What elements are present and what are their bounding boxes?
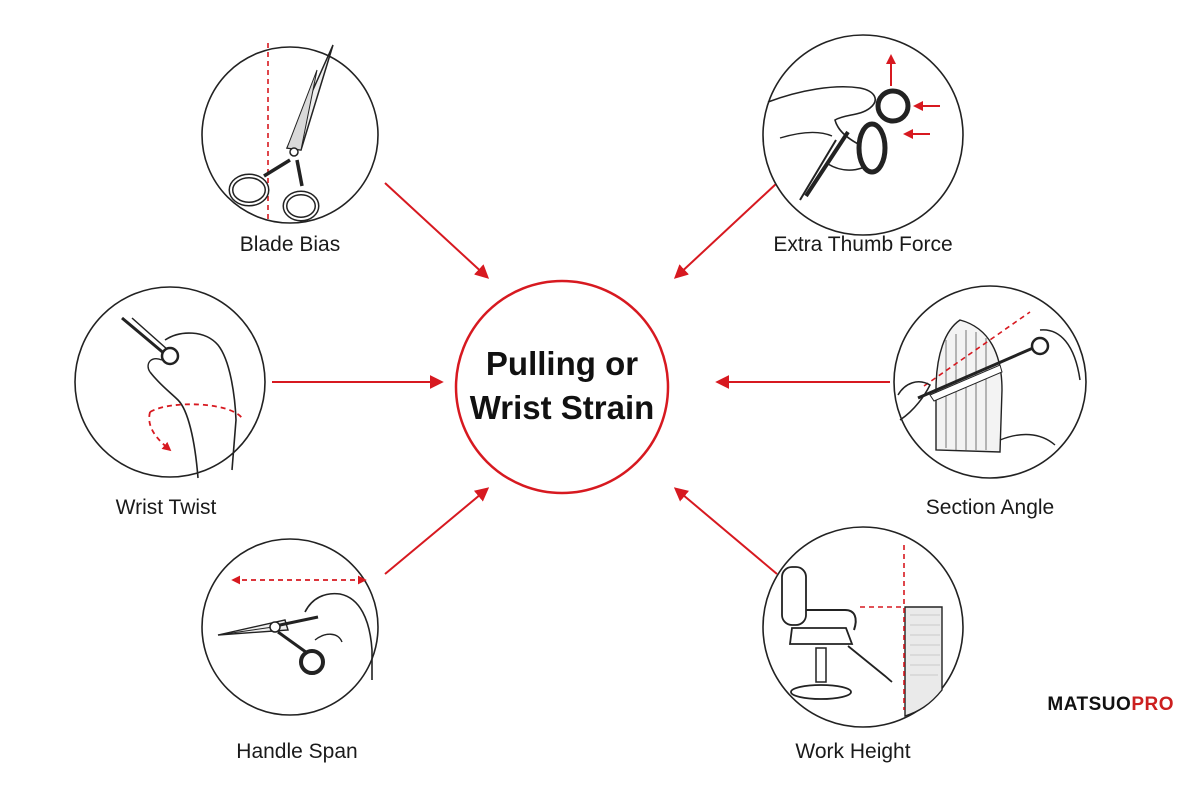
handle-span-icon xyxy=(201,538,379,716)
brand-logo: MATSUOPRO xyxy=(1047,694,1174,716)
wrist-twist-icon xyxy=(74,286,266,479)
label-section-angle: Section Angle xyxy=(925,496,1055,519)
arrow-handle-span xyxy=(384,487,490,575)
label-thumb-force: Extra Thumb Force xyxy=(773,233,953,256)
scissors-blade-bias-icon xyxy=(201,43,379,224)
section-angle-icon xyxy=(893,285,1087,479)
label-handle-span: Handle Span xyxy=(236,740,358,763)
arrow-thumb-force xyxy=(673,182,778,279)
label-blade-bias: Blade Bias xyxy=(239,233,341,256)
center-title-line2: Wrist Strain xyxy=(469,389,655,426)
salon-chair-icon xyxy=(762,526,964,728)
thumb-force-icon xyxy=(762,34,964,236)
center-title: Pulling or Wrist Strain xyxy=(470,342,655,430)
label-wrist-twist: Wrist Twist xyxy=(115,496,217,519)
arrow-blade-bias xyxy=(384,182,490,279)
center-circle xyxy=(454,279,670,495)
brand-part1: MATSUO xyxy=(1047,694,1132,715)
label-work-height: Work Height xyxy=(795,740,911,763)
arrow-work-height xyxy=(673,487,778,575)
center-title-line1: Pulling or xyxy=(485,345,639,382)
brand-part2: PRO xyxy=(1131,694,1174,715)
